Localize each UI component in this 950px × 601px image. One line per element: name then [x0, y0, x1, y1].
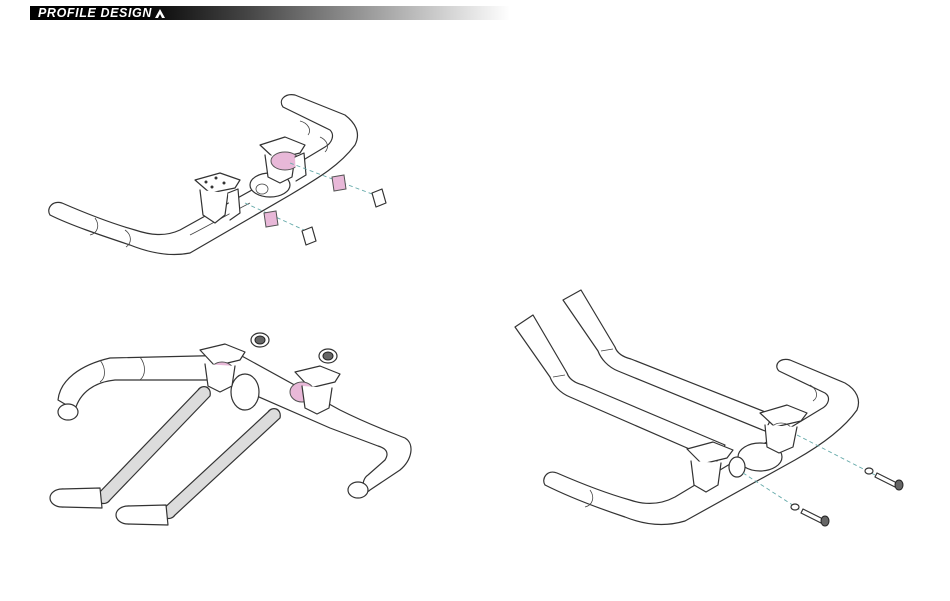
- bolt-lower: [801, 509, 829, 526]
- base-bar: [58, 355, 411, 498]
- washer-lower: [791, 504, 799, 510]
- figure-bolt-install: [505, 285, 915, 545]
- bolt-cap-upper: [372, 189, 386, 207]
- clamp-left: [195, 173, 240, 223]
- brand-triangle-icon: [154, 8, 166, 19]
- brand-logo: PROFILE DESIGN: [38, 5, 166, 21]
- bolt-upper: [875, 473, 903, 490]
- figure-clamp-placement: [40, 85, 400, 275]
- figure-extension-insert: [40, 320, 420, 530]
- bolt-cap-lower: [302, 227, 316, 245]
- extension-pair: [515, 290, 773, 461]
- shim-upper: [332, 175, 346, 191]
- cap-right: [319, 349, 337, 363]
- cap-left: [251, 333, 269, 347]
- shim-lower: [264, 211, 278, 227]
- washer-upper: [865, 468, 873, 474]
- brand-name: PROFILE DESIGN: [38, 5, 152, 21]
